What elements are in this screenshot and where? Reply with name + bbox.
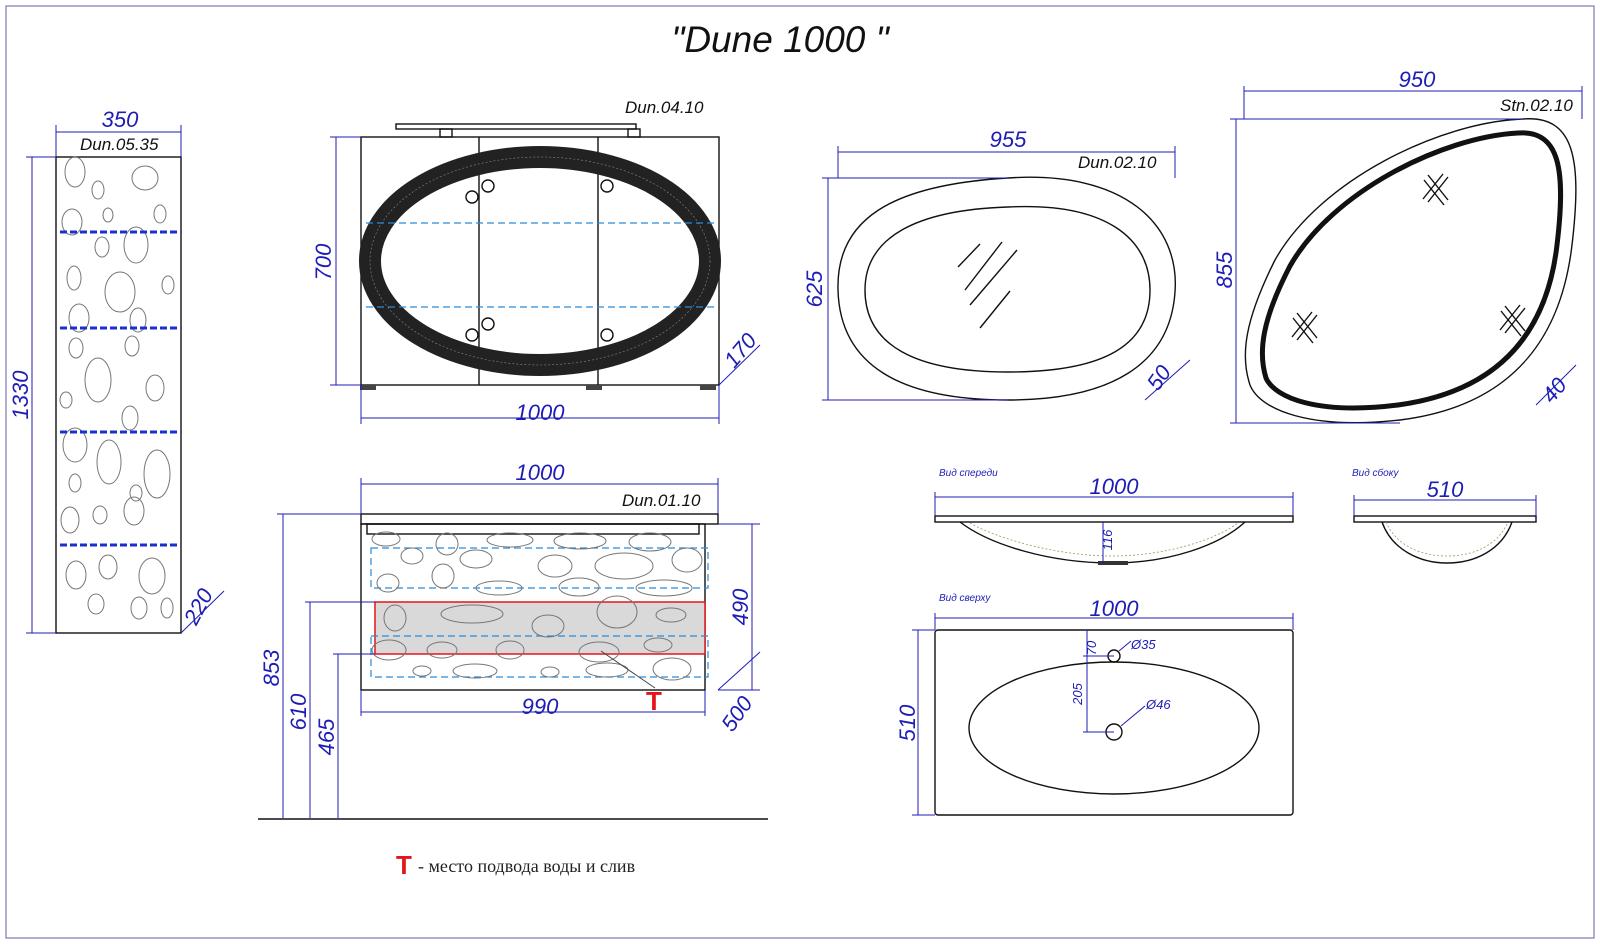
mirror-cabinet-drawing	[330, 123, 761, 424]
vanity-drawing	[258, 478, 768, 820]
mirror-cabinet-width: 1000	[516, 400, 566, 425]
oval-mirror-depth: 50	[1142, 360, 1177, 395]
sink-front-width: 1000	[1090, 474, 1140, 499]
vanity-bubbles	[371, 531, 703, 681]
oval-mirror-code: Dun.02.10	[1078, 153, 1157, 172]
sink-front-view-drawing	[934, 492, 1294, 565]
sink-front-depth-116: 116	[1100, 529, 1115, 550]
pencil-case-width: 350	[102, 107, 139, 132]
oval-mirror-width: 955	[990, 127, 1027, 152]
legend: T - место подвода воды и слив	[396, 850, 635, 880]
oval-mirror-drawing	[822, 146, 1191, 401]
pencil-case-height: 1330	[8, 370, 33, 420]
mirror-cabinet-height: 700	[311, 243, 336, 280]
pencil-case-code: Dun.05.35	[80, 135, 159, 154]
mirror-cabinet-code: Dun.04.10	[625, 98, 704, 117]
tap-hole-diameter: Ø35	[1130, 637, 1156, 652]
sink-side-width: 510	[1427, 477, 1464, 502]
mirror-cabinet-depth: 170	[719, 328, 762, 373]
sink-top-d70: 70	[1084, 640, 1099, 655]
stone-mirror-width: 950	[1399, 67, 1436, 92]
vanity-top-width: 1000	[516, 460, 566, 485]
vanity-inner-width: 990	[522, 694, 559, 719]
vanity-front-height: 490	[728, 588, 753, 625]
legend-symbol: T	[396, 850, 412, 880]
water-supply-marker: T	[646, 686, 662, 716]
stone-mirror-code: Stn.02.10	[1500, 96, 1573, 115]
sink-front-view-label: Вид спереди	[939, 468, 998, 479]
oval-mirror-height: 625	[802, 270, 827, 307]
pencil-case-drawing	[26, 125, 225, 634]
sink-side-view-drawing	[1353, 495, 1537, 564]
drain-hole-diameter: Ø46	[1145, 697, 1171, 712]
vanity-depth: 500	[716, 691, 758, 736]
stone-mirror-drawing	[1230, 86, 1583, 424]
vanity-code: Dun.01.10	[622, 491, 701, 510]
sink-top-view-drawing	[912, 613, 1294, 816]
sheet-frame	[5, 5, 1595, 939]
vanity-height-610: 610	[286, 693, 311, 730]
water-supply-zone	[374, 601, 706, 655]
stone-mirror-depth: 40	[1537, 372, 1572, 407]
sink-top-depth: 510	[895, 704, 920, 741]
sheet-title: "Dune 1000 "	[671, 19, 890, 60]
sink-top-d205: 205	[1070, 682, 1085, 705]
sink-side-view-label: Вид сбоку	[1352, 467, 1399, 479]
legend-text: - место подвода воды и слив	[418, 856, 635, 876]
vanity-total-height: 853	[259, 649, 284, 686]
pencil-case-depth: 220	[178, 584, 218, 630]
sink-top-view-label: Вид сверху	[939, 593, 991, 604]
vanity-height-465: 465	[314, 718, 339, 755]
stone-mirror-height: 855	[1212, 251, 1237, 288]
sink-top-width: 1000	[1090, 596, 1140, 621]
pencil-case-bubbles	[59, 156, 175, 620]
